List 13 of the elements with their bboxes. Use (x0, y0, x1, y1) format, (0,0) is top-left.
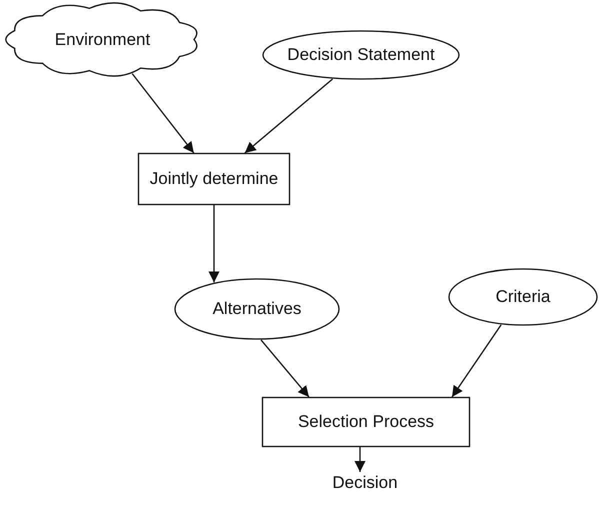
node-label: Decision Statement (287, 45, 435, 65)
node-label: Jointly determine (150, 169, 278, 189)
node-label: Criteria (496, 287, 550, 307)
arrow (244, 78, 334, 154)
node-label: Environment (54, 30, 150, 50)
arrow (260, 340, 310, 398)
arrow (451, 324, 502, 398)
arrow (354, 447, 366, 472)
arrow (132, 73, 194, 154)
node-label: Alternatives (212, 299, 302, 319)
arrow (208, 205, 220, 282)
node-label: Selection Process (298, 412, 434, 432)
node-label: Decision (332, 473, 398, 493)
